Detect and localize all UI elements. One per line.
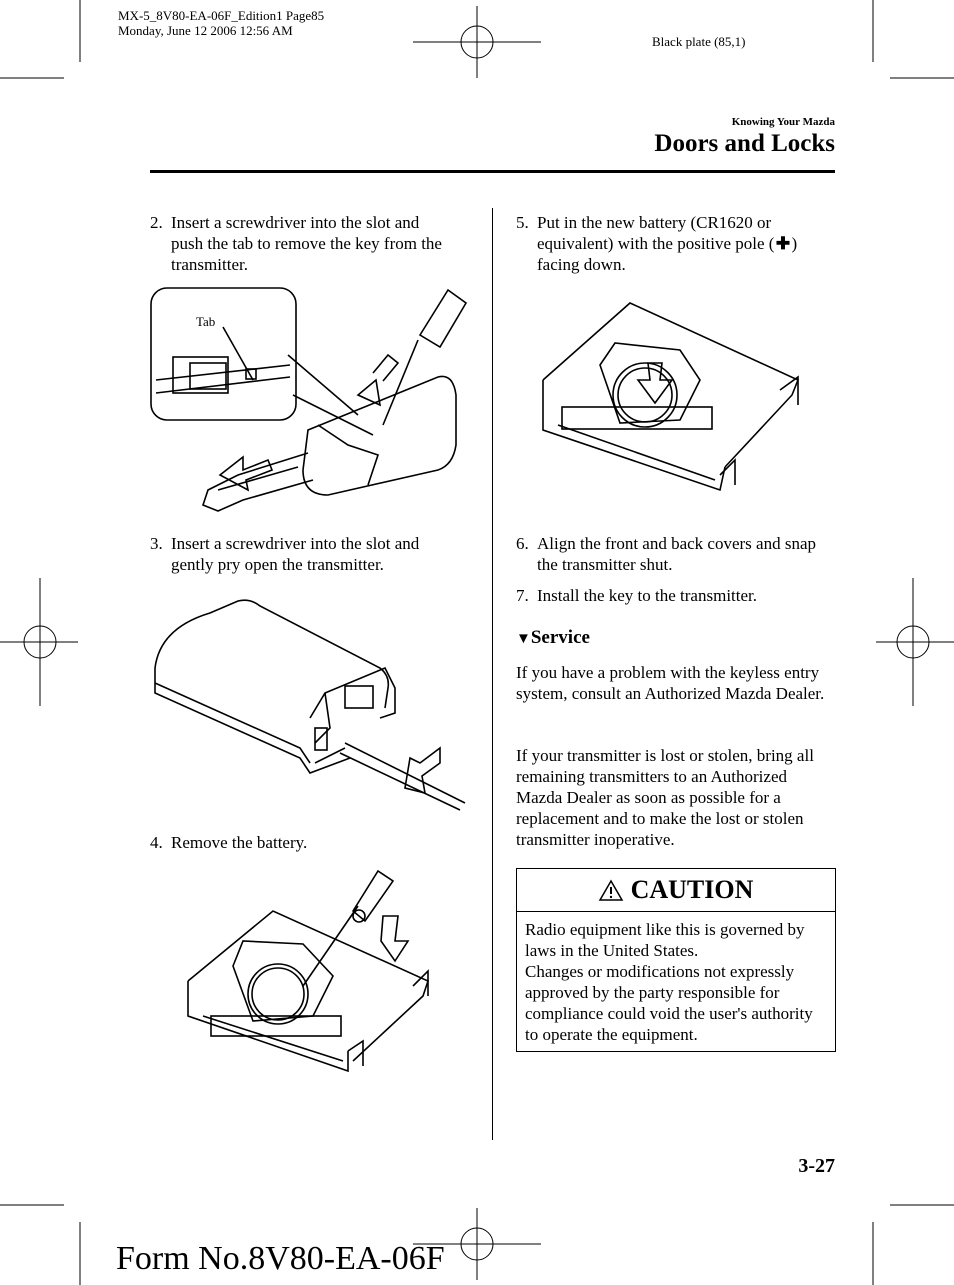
insert-battery-illustration: [542, 302, 800, 492]
caution-line-1: Radio equipment like this is governed by…: [525, 920, 805, 960]
pry-open-illustration: [154, 599, 466, 811]
service-paragraph-1: If you have a problem with the keyless e…: [516, 663, 825, 703]
step-number: 4.: [150, 833, 163, 852]
form-number: Form No.8V80-EA-06F: [116, 1240, 445, 1277]
step-text: Insert a screwdriver into the slot and g…: [171, 534, 420, 574]
triangle-down-icon: ▼: [516, 631, 531, 647]
step-5-text-a: Put in the new battery (CR1620 or equiva…: [537, 213, 775, 253]
step-text: Align the front and back covers and snap…: [537, 534, 816, 574]
plate-label: Black plate (85,1): [652, 34, 746, 49]
service-paragraph-2: If your transmitter is lost or stolen, b…: [516, 746, 814, 849]
step-number: 3.: [150, 534, 163, 553]
service-heading-text: Service: [530, 627, 590, 648]
step-text: Install the key to the transmitter.: [537, 586, 758, 605]
caution-line-2: Changes or modifications not expressly a…: [525, 962, 813, 1044]
step-7: 7. Install the key to the transmitter.: [516, 585, 834, 607]
step-2: 2. Insert a screwdriver into the slot an…: [150, 212, 450, 278]
slug-line-1: MX-5_8V80-EA-06F_Edition1 Page85: [118, 8, 325, 23]
step-number: 5.: [516, 213, 529, 232]
remove-battery-illustration: [187, 869, 429, 1073]
step-4: 4. Remove the battery.: [150, 832, 450, 854]
caution-title: CAUTION: [630, 875, 754, 904]
section-label: Knowing Your Mazda: [731, 116, 835, 128]
step-5-text-b: ) facing down.: [537, 234, 798, 274]
step-number: 6.: [516, 534, 529, 553]
slug-line-2: Monday, June 12 2006 12:56 AM: [118, 23, 293, 38]
step-text: Put in the new battery (CR1620 or equiva…: [537, 212, 834, 275]
caution-header: CAUTION: [517, 869, 835, 912]
page-number: 3-27: [798, 1155, 835, 1177]
step-number: 2.: [150, 213, 163, 232]
warning-icon: [598, 879, 623, 901]
tab-callout: Tab: [196, 314, 216, 329]
caution-box: CAUTION Radio equipment like this is gov…: [516, 868, 836, 1052]
step-3: 3. Insert a screwdriver into the slot an…: [150, 533, 450, 577]
service-heading: ▼Service: [516, 627, 590, 649]
plus-icon: ✚: [775, 234, 791, 253]
file-slug: MX-5_8V80-EA-06F_Edition1 Page85 Monday,…: [118, 8, 324, 38]
step-6: 6. Align the front and back covers and s…: [516, 533, 834, 577]
step-5: 5. Put in the new battery (CR1620 or equ…: [516, 212, 834, 278]
caution-body: Radio equipment like this is governed by…: [517, 912, 835, 1052]
remove-key-illustration: [150, 287, 468, 512]
column-divider: [492, 208, 493, 1140]
step-text: Remove the battery.: [171, 833, 308, 852]
page-title: Doors and Locks: [654, 130, 835, 157]
header-rule: [150, 170, 835, 173]
step-number: 7.: [516, 586, 529, 605]
step-text: Insert a screwdriver into the slot and p…: [171, 213, 442, 274]
